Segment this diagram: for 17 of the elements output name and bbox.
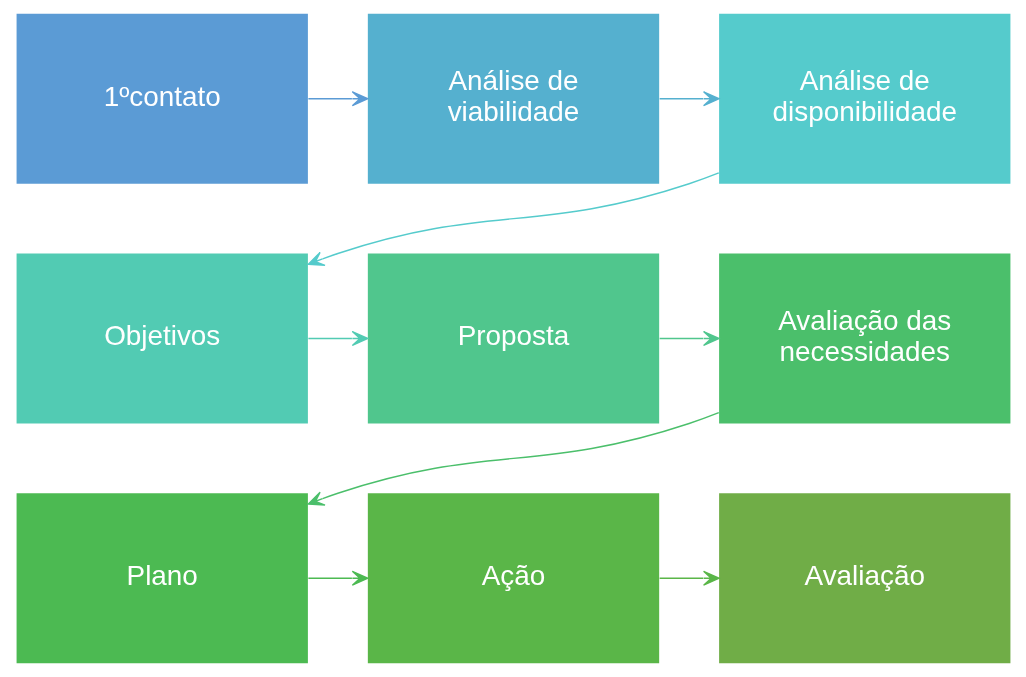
node-box: Proposta — [367, 253, 659, 424]
node-box: Ação — [367, 493, 659, 664]
arrow — [307, 91, 368, 107]
node-box: 1ºcontato — [16, 13, 308, 184]
arrow — [658, 330, 720, 347]
node-box: Análise de viabilidade — [367, 13, 659, 184]
node-box: Plano — [16, 493, 308, 664]
node-box: Avaliação — [718, 493, 1010, 664]
node-box: Análise de disponibilidade — [718, 13, 1010, 184]
node-box: Objetivos — [16, 253, 308, 424]
arrow — [307, 172, 719, 266]
arrow — [307, 570, 368, 586]
arrow — [658, 570, 720, 586]
arrow — [307, 330, 368, 347]
arrow — [658, 91, 720, 107]
node-box: Avaliação das necessidades — [718, 253, 1010, 424]
arrow — [307, 412, 719, 506]
